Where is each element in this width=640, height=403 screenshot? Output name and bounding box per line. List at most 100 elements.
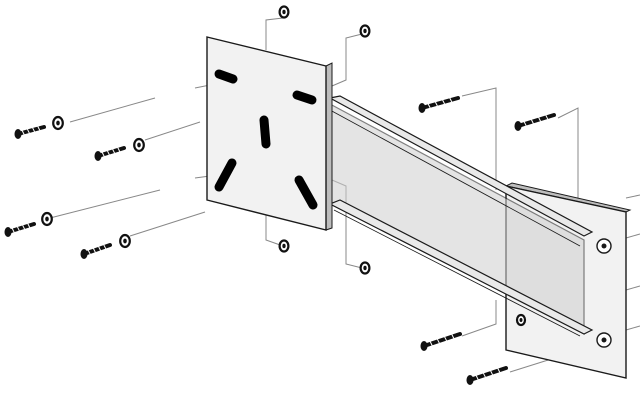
screw-thread: [436, 338, 440, 344]
screw-shank: [422, 332, 462, 348]
screw-thread: [26, 128, 30, 134]
screw-thread: [106, 150, 110, 156]
screw-shank: [516, 113, 556, 128]
washer: [278, 239, 290, 253]
slot: [292, 90, 317, 105]
screw-thread: [434, 101, 438, 107]
screw-head: [80, 249, 88, 259]
washer-hole: [519, 318, 523, 322]
mounting-hole-inner: [601, 337, 607, 343]
leader-line: [331, 33, 363, 87]
screw: [514, 113, 556, 131]
leader-line: [49, 189, 161, 219]
leader-line: [461, 87, 497, 190]
screw-head: [466, 375, 474, 385]
washer-hole: [137, 142, 141, 148]
screw-thread: [427, 103, 431, 109]
screw-thread: [37, 126, 41, 131]
leader-line: [461, 300, 497, 337]
screw-thread: [32, 127, 36, 133]
screw-thread: [22, 224, 26, 230]
screw-shank: [82, 243, 112, 256]
screw: [14, 125, 46, 139]
screw-thread: [451, 334, 455, 339]
slot: [214, 69, 238, 84]
screw-head: [418, 103, 426, 113]
arm-bottom-flange: [328, 199, 594, 335]
screw-thread: [112, 148, 116, 154]
screw: [418, 96, 460, 113]
screw-thread: [117, 147, 121, 152]
washer: [359, 261, 371, 275]
screw-thread: [103, 244, 107, 250]
screw-thread: [523, 121, 527, 127]
screw-head: [14, 129, 22, 139]
screw-thread: [538, 117, 542, 122]
screw-thread: [442, 99, 446, 105]
screw-thread: [11, 228, 15, 233]
screw-head: [4, 227, 12, 237]
front-mounting-plate: [206, 36, 333, 231]
screw-thread: [475, 375, 479, 380]
screw-thread: [87, 249, 91, 255]
screw: [80, 243, 112, 259]
screw-thread: [16, 226, 20, 232]
washer: [119, 233, 131, 249]
screw-shank: [16, 125, 46, 136]
screw-shank: [420, 96, 460, 110]
leader-line: [265, 212, 284, 247]
fasteners: [4, 5, 556, 385]
screw-thread: [21, 130, 25, 135]
bracket-arm: [328, 95, 594, 337]
screw: [420, 332, 462, 351]
screw-thread: [530, 119, 534, 124]
leader-line: [625, 194, 640, 199]
leader-line: [265, 17, 284, 50]
screw-thread: [490, 370, 494, 376]
washer-hole: [123, 238, 127, 244]
screw: [4, 222, 36, 237]
washer-hole: [363, 28, 367, 34]
washer-hole: [363, 265, 367, 271]
screw-head: [94, 151, 102, 161]
leader-line: [144, 121, 201, 141]
front-plate-edge: [325, 62, 333, 231]
arm-top-flange: [328, 95, 594, 237]
washer: [359, 24, 371, 38]
arm-edge: [333, 209, 581, 337]
washer: [133, 137, 145, 153]
screw-shank: [96, 146, 126, 158]
washer: [515, 313, 527, 327]
screw-thread: [482, 372, 486, 378]
washer-hole: [282, 9, 286, 15]
washer-hole: [56, 120, 60, 126]
screw-thread: [497, 368, 501, 373]
slot: [259, 115, 271, 149]
screw-thread: [429, 341, 433, 346]
screw-thread: [101, 152, 105, 157]
leader-line: [625, 285, 640, 291]
mounting-hole-inner: [601, 243, 607, 249]
washer-hole: [282, 243, 286, 249]
arm-edge: [329, 109, 581, 247]
screw-thread: [92, 248, 96, 253]
slot: [214, 158, 237, 192]
screw-thread: [545, 114, 549, 120]
slot: [294, 175, 318, 210]
screw: [466, 366, 508, 385]
screw: [94, 146, 126, 161]
screw-thread: [449, 97, 453, 103]
screw-thread: [98, 246, 102, 251]
screw-shank: [468, 366, 508, 382]
leader-line: [69, 97, 156, 123]
leader-line: [625, 233, 640, 239]
screw-thread: [444, 336, 448, 342]
screw-shank: [6, 222, 36, 234]
washer-hole: [45, 216, 49, 222]
leader-line: [129, 211, 206, 237]
washer: [52, 115, 64, 131]
washer: [41, 211, 53, 227]
leader-line: [625, 325, 640, 331]
